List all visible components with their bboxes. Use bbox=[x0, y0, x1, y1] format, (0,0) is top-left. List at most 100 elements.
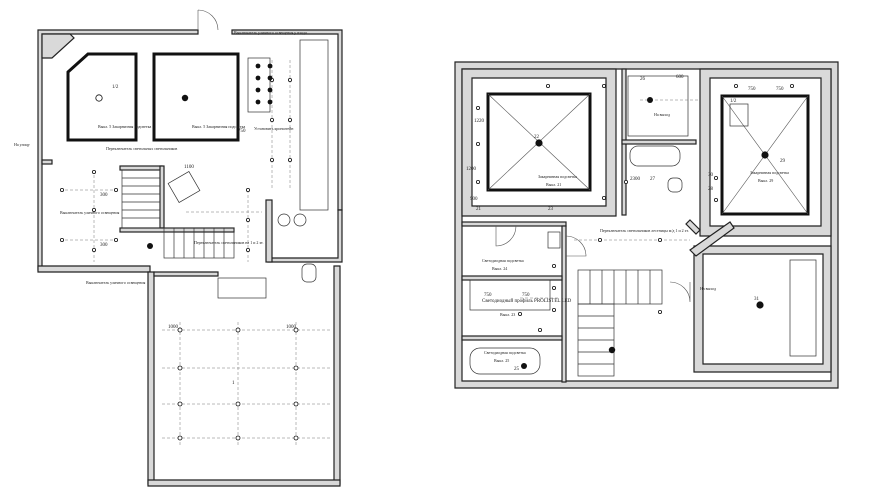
shower bbox=[627, 75, 689, 137]
stairs-right bbox=[577, 269, 663, 377]
num-22: 22 bbox=[534, 135, 540, 140]
num-26: 26 bbox=[640, 77, 646, 82]
dim-1000-b: 1000 bbox=[286, 325, 297, 330]
left-outer-wall-top-right bbox=[231, 29, 343, 211]
hall-diagonal-wall-2 bbox=[685, 219, 701, 235]
int-wall-f bbox=[461, 275, 563, 281]
bathtub-top bbox=[629, 145, 681, 167]
vanity bbox=[469, 279, 551, 311]
label-recessed-a-num: Выкл. 21 bbox=[546, 182, 561, 187]
label-one-garage: 1 bbox=[232, 381, 235, 386]
num-28: 28 bbox=[708, 187, 714, 192]
sofa bbox=[789, 259, 817, 357]
label-switch-street-mid: Выключатель уличного освещения bbox=[60, 210, 119, 215]
label-to-exit-2: На выход bbox=[700, 286, 716, 291]
bedroom-right-walls bbox=[699, 68, 832, 237]
num-21: 21 bbox=[476, 207, 482, 212]
bedroom-left-walls bbox=[461, 68, 617, 217]
sink-2 bbox=[293, 213, 307, 227]
dim-300-b: 300 bbox=[100, 243, 108, 248]
ceiling-box-room-a bbox=[486, 92, 592, 192]
door-hall bbox=[565, 235, 587, 257]
right-floor-plan: Закарнизная подсветка Выкл. 21 Закарнизн… bbox=[454, 61, 839, 389]
label-to-street: На улицу bbox=[14, 142, 30, 147]
left-outer-wall-bottom bbox=[37, 265, 151, 273]
toilet-right bbox=[667, 177, 683, 193]
armchair bbox=[167, 170, 201, 204]
lamps-left bbox=[60, 63, 299, 441]
label-led-strip-a: Светодиодная подсветка bbox=[482, 258, 524, 263]
label-half-left: 1/2 bbox=[112, 85, 119, 90]
garage-wall-left bbox=[147, 271, 155, 485]
lamps-right bbox=[475, 84, 795, 369]
label-stair-switch-right: Переключатель светильников лестницы м/д … bbox=[600, 228, 689, 233]
label-recessed-b-num: Выкл. 29 bbox=[758, 178, 773, 183]
dim-750-a: 750 bbox=[748, 87, 756, 92]
interior-wall-2 bbox=[119, 165, 163, 171]
dim-900: 900 bbox=[470, 197, 478, 202]
door-bath bbox=[495, 225, 517, 247]
dim-750-c: 750 bbox=[484, 293, 492, 298]
label-recessed-b: Закарнизная подсветка bbox=[750, 170, 789, 175]
dim-1000-a: 1000 bbox=[168, 325, 179, 330]
num-23: 23 bbox=[548, 207, 554, 212]
label-led-strip-b: Светодиодная подсветка bbox=[484, 350, 526, 355]
int-wall-e bbox=[461, 335, 563, 341]
label-led-profile-num: Выкл. 23 bbox=[500, 312, 515, 317]
interior-wall-4 bbox=[159, 165, 165, 229]
dim-750-d: 750 bbox=[522, 293, 530, 298]
left-floor-plan: Выключатель уличного освещения у входа У… bbox=[14, 9, 343, 487]
dim-750-left: 750 bbox=[238, 129, 246, 134]
dim-750-b: 750 bbox=[776, 87, 784, 92]
entrance-door bbox=[197, 9, 219, 31]
label-switch-bottom: Выключатель уличного освещения bbox=[86, 280, 145, 285]
dining-table bbox=[247, 57, 271, 113]
label-install-bracket: Установить кронштейн bbox=[254, 126, 294, 131]
stairs-left bbox=[121, 169, 235, 259]
label-to-exit: На выход bbox=[654, 112, 670, 117]
label-kitchen-recessed-b: Выкл. 5 Закарнизная подсветка bbox=[192, 124, 245, 129]
garage-wall-right bbox=[333, 265, 341, 485]
bathtub-bottom bbox=[469, 347, 541, 375]
interior-wall-1 bbox=[41, 159, 53, 165]
garage-wall-top bbox=[153, 271, 219, 277]
garage-door-recess bbox=[217, 277, 267, 299]
label-switch-street-top: Выключатель уличного освещения у входа bbox=[234, 30, 307, 35]
door-room bbox=[669, 281, 691, 303]
num-31: 31 bbox=[754, 297, 760, 302]
label-led-profile: Светодиодный профиль PROLISTEL LED bbox=[482, 299, 572, 304]
dim-1100: 1100 bbox=[184, 165, 194, 170]
interior-wall-3 bbox=[265, 199, 273, 263]
hall-diagonal-wall bbox=[689, 221, 735, 257]
num-30: 30 bbox=[708, 173, 714, 178]
left-outer-wall-bottom-right bbox=[267, 209, 343, 263]
sink-1 bbox=[277, 213, 291, 227]
room-bottom-right-walls bbox=[693, 245, 832, 373]
ceiling-box-room-b bbox=[720, 94, 810, 216]
label-kitchen-recessed-a: Выкл. 5 Закарнизная подсветка bbox=[98, 124, 151, 129]
int-wall-c bbox=[461, 221, 567, 227]
label-switch-lighting: Переключатель светильных светильников bbox=[106, 146, 177, 151]
ceiling-box-left bbox=[66, 52, 138, 142]
interior-wall-5 bbox=[119, 227, 235, 233]
num-29: 29 bbox=[780, 159, 786, 164]
dim-1220: 1220 bbox=[474, 119, 485, 124]
label-stair-switch-left: Переключатель светильников на 1 и 2 эт. bbox=[194, 240, 264, 245]
dim-2300: 2300 bbox=[630, 177, 641, 182]
label-led-strip-b-num: Выкл. 25 bbox=[494, 358, 509, 363]
dim-600: 600 bbox=[676, 75, 684, 80]
left-corner-bay bbox=[41, 33, 75, 59]
toilet bbox=[301, 263, 317, 283]
kitchen-counter bbox=[299, 39, 329, 211]
label-half-right: 1/2 bbox=[730, 99, 737, 104]
int-wall-d bbox=[561, 225, 567, 383]
dim-300-a: 300 bbox=[100, 193, 108, 198]
dim-1200: 1200 bbox=[466, 167, 477, 172]
int-wall-b bbox=[621, 139, 697, 145]
ceiling-box-right bbox=[152, 52, 240, 142]
num-25: 25 bbox=[514, 367, 520, 372]
num-27: 27 bbox=[650, 177, 656, 182]
sink-right bbox=[547, 231, 561, 249]
label-recessed-a: Закарнизная подсветка bbox=[538, 174, 577, 179]
